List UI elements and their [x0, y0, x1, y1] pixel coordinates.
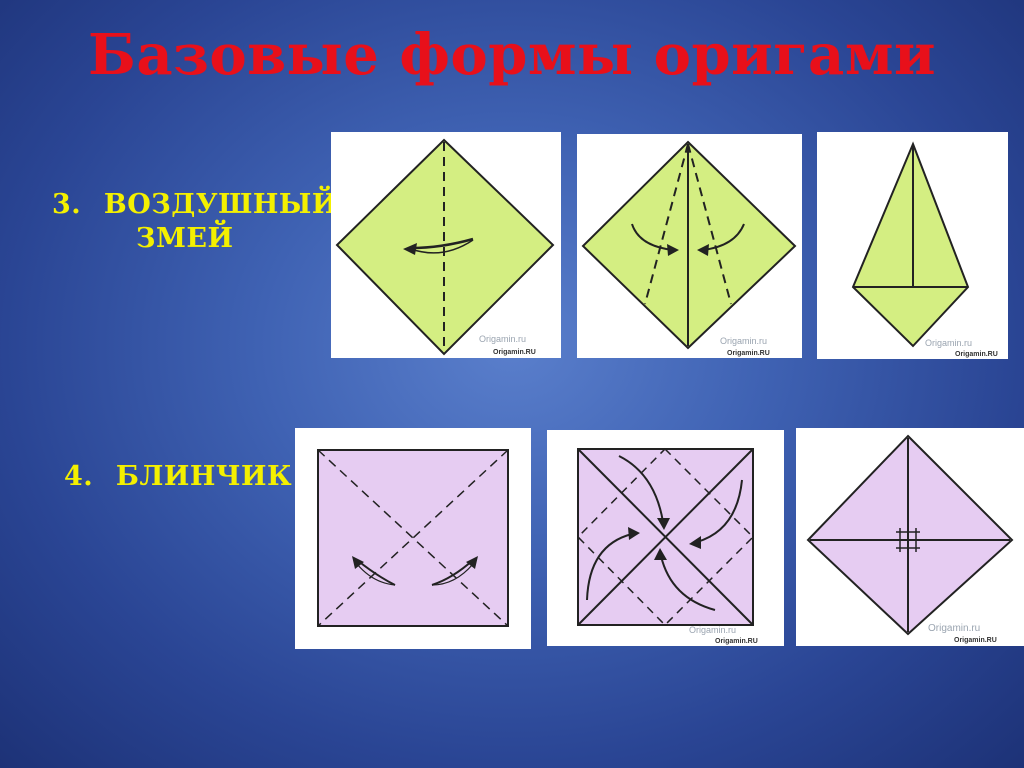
watermark-faint: Origamin.ru	[928, 623, 980, 634]
pancake-step-1-drawing	[317, 449, 509, 627]
section-kite-title-line2: ЗМЕЙ	[136, 223, 234, 254]
kite-step-2-drawing: Origamin.ru Origamin.RU	[581, 140, 797, 357]
kite-step-1-drawing: Origamin.ru Origamin.RU	[335, 138, 555, 356]
watermark-bold: Origamin.RU	[727, 350, 770, 357]
watermark-bold: Origamin.RU	[715, 638, 758, 645]
watermark-bold: Origamin.RU	[954, 637, 997, 644]
kite-step-2-diagram: Origamin.ru Origamin.RU	[577, 134, 802, 358]
kite-step-3-drawing: Origamin.ru Origamin.RU	[851, 141, 998, 358]
section-kite-title-line1: ВОЗДУШНЫЙ	[103, 189, 338, 220]
watermark-faint: Origamin.ru	[479, 334, 526, 344]
pancake-step-3-diagram: Origamin.ru Origamin.RU	[796, 428, 1024, 646]
watermark-faint: Origamin.ru	[720, 336, 767, 346]
pancake-step-2-diagram: Origamin.ru Origamin.RU	[547, 430, 784, 646]
watermark-faint: Origamin.ru	[925, 338, 972, 348]
section-kite-number: 3.	[52, 189, 82, 220]
section-pancake-label: 4. БЛИНЧИК	[64, 460, 292, 494]
pancake-step-3-drawing: Origamin.ru Origamin.RU	[806, 434, 1014, 644]
kite-step-3-diagram: Origamin.ru Origamin.RU	[817, 132, 1008, 359]
kite-step-1-diagram: Origamin.ru Origamin.RU	[331, 132, 561, 358]
section-pancake-title: БЛИНЧИК	[115, 461, 293, 492]
section-kite-label: 3. ВОЗДУШНЫЙ ЗМЕЙ	[52, 188, 338, 256]
section-pancake-number: 4.	[64, 461, 94, 492]
pancake-step-2-drawing: Origamin.ru Origamin.RU	[576, 447, 758, 645]
watermark-faint: Origamin.ru	[689, 625, 736, 635]
watermark-bold: Origamin.RU	[955, 351, 998, 358]
pancake-step-1-diagram	[295, 428, 531, 649]
slide-title: Базовые формы оригами	[87, 22, 936, 88]
watermark-bold: Origamin.RU	[493, 349, 536, 356]
